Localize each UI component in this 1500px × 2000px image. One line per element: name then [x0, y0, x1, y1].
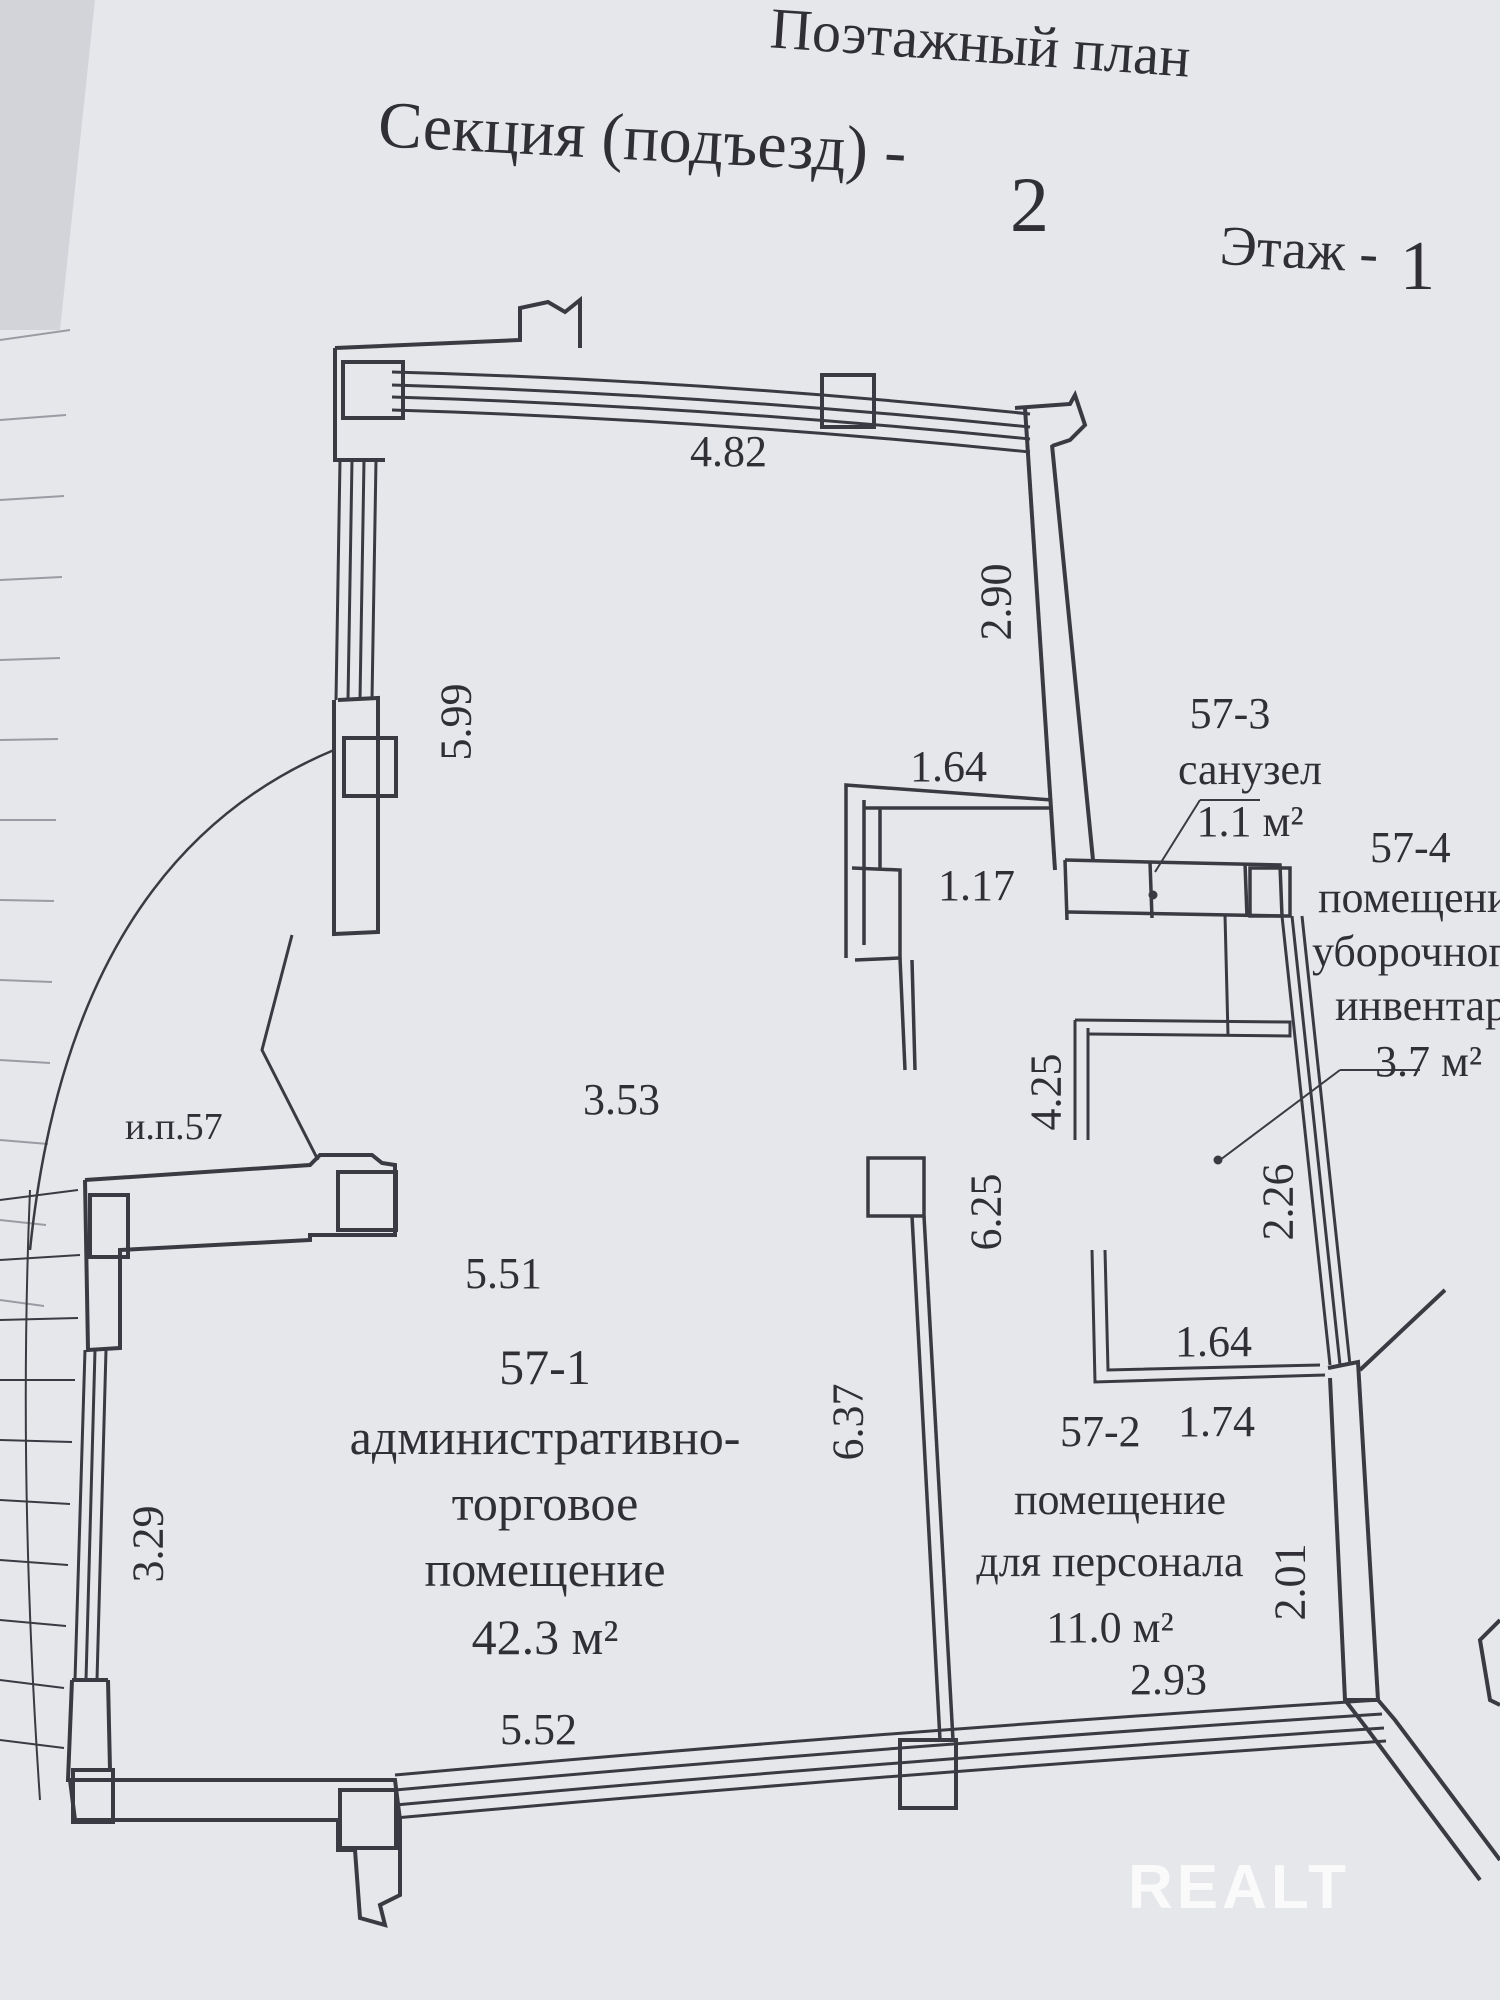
bottom-left-wall-block	[65, 1678, 402, 1928]
section-number: 2	[1010, 161, 1049, 248]
dim-room-width: 5.51	[465, 1249, 542, 1298]
dim-niche-depth: 1.17	[938, 861, 1015, 910]
room-57-2-area: 11.0 м²	[1046, 1603, 1174, 1652]
dim-partition: 6.25	[961, 1173, 1011, 1251]
top-window-wall	[391, 370, 1031, 454]
interior-column	[866, 1156, 955, 1741]
dim-right-upper: 2.90	[971, 563, 1021, 641]
bathroom-partitions	[1073, 914, 1292, 1140]
entrance-arc	[28, 748, 335, 1251]
left-column-block	[332, 695, 398, 937]
room-57-2-name-2: для персонала	[976, 1537, 1244, 1586]
dim-corridor: 3.53	[583, 1075, 660, 1124]
niche-wall	[844, 783, 1053, 1071]
realt-watermark: REALT	[1128, 1853, 1351, 1922]
room-57-1-name-1: административно-	[349, 1409, 741, 1465]
entrance-door	[260, 934, 320, 1161]
floor-number: 1	[1400, 228, 1435, 305]
dim-bottom-wall: 5.52	[500, 1705, 577, 1754]
dim-storage-height: 2.26	[1253, 1163, 1303, 1241]
entry-mark: и.п.57	[125, 1106, 223, 1148]
dim-top-wall: 4.82	[690, 427, 767, 476]
dim-column-height: 6.37	[823, 1383, 873, 1461]
floor-label: Этаж -	[1218, 214, 1380, 286]
left-upper-window-wall	[334, 459, 378, 701]
stair-hatching	[0, 1189, 81, 1801]
top-window-column	[820, 373, 876, 429]
dim-staff-bottom: 2.93	[1130, 1655, 1207, 1704]
storage-marker	[1213, 1155, 1223, 1165]
background-page	[0, 0, 95, 330]
room-57-3-area: 1.1 м²	[1196, 797, 1304, 846]
bottom-window-wall	[394, 1698, 1387, 1820]
room-57-4-name-3: инвентаря	[1335, 981, 1500, 1030]
bathroom-top-wall	[1063, 858, 1292, 921]
left-lower-window-wall	[73, 1349, 108, 1681]
leader-lines	[1154, 799, 1420, 1161]
staff-room-partition	[1090, 1249, 1326, 1384]
room-57-1-name-2: торговое	[451, 1475, 639, 1531]
dim-staff-width: 1.74	[1178, 1397, 1255, 1446]
room-57-4-area: 3.7 м²	[1375, 1037, 1483, 1086]
grid-lines	[0, 329, 71, 1307]
bottom-window-column	[898, 1738, 958, 1810]
top-right-wall-corner	[1014, 390, 1088, 448]
dim-storage-width: 1.64	[1175, 1317, 1252, 1366]
dim-bath-height: 4.25	[1021, 1053, 1071, 1131]
dim-left-upper: 5.99	[431, 683, 481, 761]
top-left-wall-block	[333, 295, 582, 462]
room-57-1-name-3: помещение	[424, 1541, 666, 1597]
entry-wall-block	[83, 1153, 398, 1353]
right-upper-wall	[1023, 407, 1095, 871]
room-57-1-area: 42.3 м²	[471, 1609, 619, 1665]
bath-marker	[1148, 890, 1158, 900]
room-57-4-name-2: уборочного	[1312, 927, 1500, 976]
right-outer-wall	[1280, 915, 1352, 1366]
room-57-4-id: 57-4	[1370, 823, 1451, 872]
dim-left-lower: 3.29	[123, 1505, 173, 1583]
room-57-2-name-1: помещение	[1013, 1475, 1227, 1524]
room-57-3-name: санузел	[1177, 745, 1322, 794]
room-57-1-id: 57-1	[499, 1339, 591, 1395]
room-57-3-id: 57-3	[1189, 689, 1271, 738]
dim-niche-width: 1.64	[910, 742, 987, 791]
room-57-4-name-1: помещение	[1318, 873, 1500, 922]
room-57-2-id: 57-2	[1060, 1407, 1141, 1456]
